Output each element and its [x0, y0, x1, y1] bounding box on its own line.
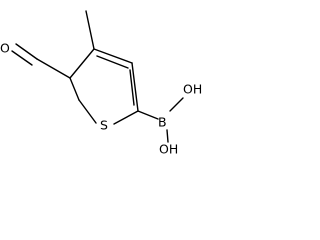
bond-methyl: [85, 10, 95, 50]
bond-c2-b: [137, 110, 159, 120]
bond-c5-aldehyde-c: [36, 58, 71, 79]
bonds: [11, 10, 184, 143]
bond-c4-c3: [93, 48, 133, 64]
aldehyde-oxygen-label: O: [0, 41, 10, 56]
molecule-diagram: O S B OH OH: [0, 10, 202, 157]
bond-c3-c2: [131, 62, 139, 112]
bond-c4-c3-inner: [96, 55, 129, 69]
bond-c4-c5: [69, 48, 95, 79]
bond-c2-s: [113, 110, 139, 125]
bond-c2-inner: [129, 69, 135, 106]
boron-label: B: [158, 115, 167, 130]
hydroxyl-lower-label: OH: [159, 142, 178, 157]
ring-sulfur-label: S: [100, 118, 108, 133]
atom-labels: O S B OH OH: [0, 41, 202, 157]
bond-c5-cho: [69, 77, 80, 101]
bond-s-c5: [78, 99, 97, 124]
bond-c-o-2: [11, 50, 33, 66]
hydroxyl-upper-label: OH: [183, 82, 202, 97]
bond-b-oh-upper: [169, 97, 184, 112]
bond-c-o-1: [15, 43, 38, 60]
bond-b-oh-lower: [166, 129, 169, 143]
